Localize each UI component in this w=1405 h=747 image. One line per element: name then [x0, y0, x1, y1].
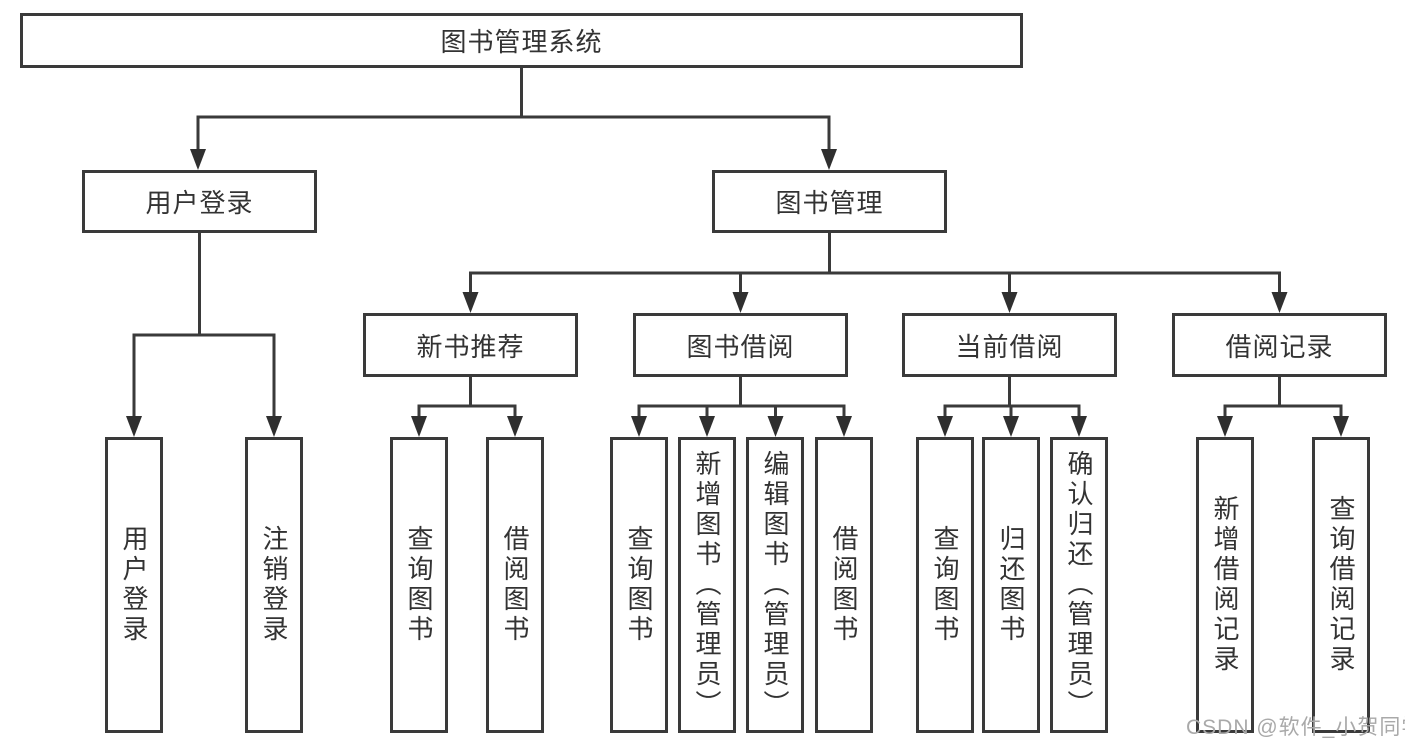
leaf-borrow-books-recommend: 借阅图书	[486, 437, 544, 733]
node-label: 新增图书（管理员）	[692, 450, 722, 720]
node-new-book-recommendation: 新书推荐	[363, 313, 578, 377]
node-label: 新书推荐	[416, 331, 525, 362]
leaf-confirm-return-admin: 确认归还（管理员）	[1050, 437, 1108, 733]
leaf-query-books-recommend: 查询图书	[390, 437, 448, 733]
leaf-borrow-books: 借阅图书	[815, 437, 873, 733]
node-label: 图书管理系统	[440, 27, 603, 57]
leaf-return-books: 归还图书	[982, 437, 1040, 733]
edge-borrowing-records-to-leaves	[1217, 377, 1349, 437]
node-label: 用户登录	[145, 188, 254, 218]
leaf-edit-books-admin: 编辑图书（管理员）	[746, 437, 804, 733]
node-label: 确认归还（管理员）	[1064, 450, 1094, 720]
node-label: 借阅图书	[500, 525, 530, 645]
node-label: 当前借阅	[955, 331, 1064, 362]
edge-new-book-recommendation-to-leaves	[411, 377, 523, 437]
node-label: 查询图书	[624, 525, 654, 645]
leaf-query-borrowing-record: 查询借阅记录	[1312, 437, 1370, 733]
node-book-management: 图书管理	[712, 170, 947, 233]
leaf-logout: 注销登录	[245, 437, 303, 733]
node-label: 用户登录	[119, 525, 149, 645]
edge-book-borrowing-to-leaves	[631, 377, 852, 437]
leaf-add-borrowing-record: 新增借阅记录	[1196, 437, 1254, 733]
node-label: 借阅图书	[829, 525, 859, 645]
leaf-query-books-borrowing: 查询图书	[610, 437, 668, 733]
node-label: 借阅记录	[1225, 331, 1334, 362]
node-library-management-system: 图书管理系统	[20, 13, 1023, 68]
edge-root-to-level2	[190, 68, 837, 170]
node-book-borrowing: 图书借阅	[633, 313, 848, 377]
leaf-add-books-admin: 新增图书（管理员）	[678, 437, 736, 733]
node-label: 编辑图书（管理员）	[760, 450, 790, 720]
node-label: 查询图书	[404, 525, 434, 645]
node-current-borrowing: 当前借阅	[902, 313, 1117, 377]
node-label: 图书管理	[775, 188, 884, 218]
node-label: 新增借阅记录	[1210, 495, 1240, 675]
node-label: 查询借阅记录	[1326, 495, 1356, 675]
node-borrowing-records: 借阅记录	[1172, 313, 1387, 377]
csdn-watermark: CSDN @软件_小贺同学	[1186, 716, 1405, 739]
node-label: 图书借阅	[686, 331, 795, 362]
leaf-user-login: 用户登录	[105, 437, 163, 733]
leaf-query-books-current: 查询图书	[916, 437, 974, 733]
node-user-login: 用户登录	[82, 170, 317, 233]
edge-current-borrowing-to-leaves	[937, 377, 1087, 437]
node-label: 注销登录	[259, 525, 289, 645]
edge-user-login-to-leaves	[126, 233, 282, 437]
edge-book-management-to-level3	[462, 233, 1288, 313]
node-label: 归还图书	[996, 525, 1026, 645]
node-label: 查询图书	[930, 525, 960, 645]
